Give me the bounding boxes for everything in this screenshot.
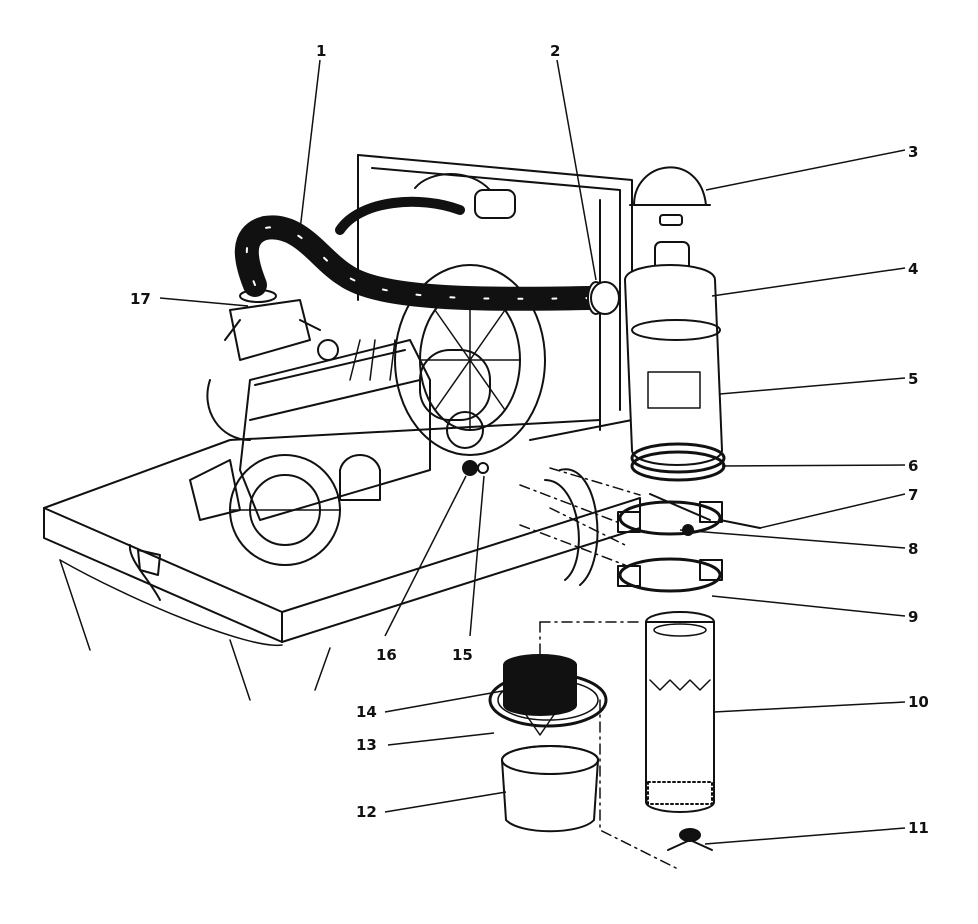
callout-11: 11 xyxy=(908,819,929,837)
callout-9: 9 xyxy=(908,608,918,626)
callout-15: 15 xyxy=(452,646,473,664)
callouts: 1 2 3 4 5 6 7 8 9 10 11 12 13 14 15 16 1… xyxy=(130,42,929,837)
callout-6: 6 xyxy=(908,457,918,475)
callout-16: 16 xyxy=(376,646,397,664)
alignment-lines xyxy=(519,467,681,871)
fitting-15 xyxy=(477,462,489,474)
callout-14: 14 xyxy=(356,703,377,721)
mounting-bracket xyxy=(544,468,761,593)
callout-12: 12 xyxy=(356,803,377,821)
callout-10: 10 xyxy=(908,693,929,711)
callout-8: 8 xyxy=(908,540,918,558)
callout-1: 1 xyxy=(316,42,326,60)
engine-block xyxy=(189,339,491,566)
callout-7: 7 xyxy=(908,486,918,504)
air-cleaner-body xyxy=(590,241,726,482)
callout-2: 2 xyxy=(550,42,560,60)
air-cleaner-cap xyxy=(629,166,711,226)
callout-4: 4 xyxy=(908,260,918,278)
callout-5: 5 xyxy=(908,370,918,388)
callout-13: 13 xyxy=(356,736,377,754)
carburetor xyxy=(224,289,339,361)
oil-cup xyxy=(501,745,599,833)
callout-3: 3 xyxy=(908,143,918,161)
wing-nut xyxy=(667,828,713,851)
callout-17: 17 xyxy=(130,290,151,308)
filter-element xyxy=(645,611,715,813)
radiator xyxy=(335,154,633,441)
fitting-16 xyxy=(462,460,478,476)
engine-tray xyxy=(43,419,641,701)
filter-screen xyxy=(503,654,577,716)
leader-lines xyxy=(159,59,906,845)
intake-hose xyxy=(234,215,602,311)
